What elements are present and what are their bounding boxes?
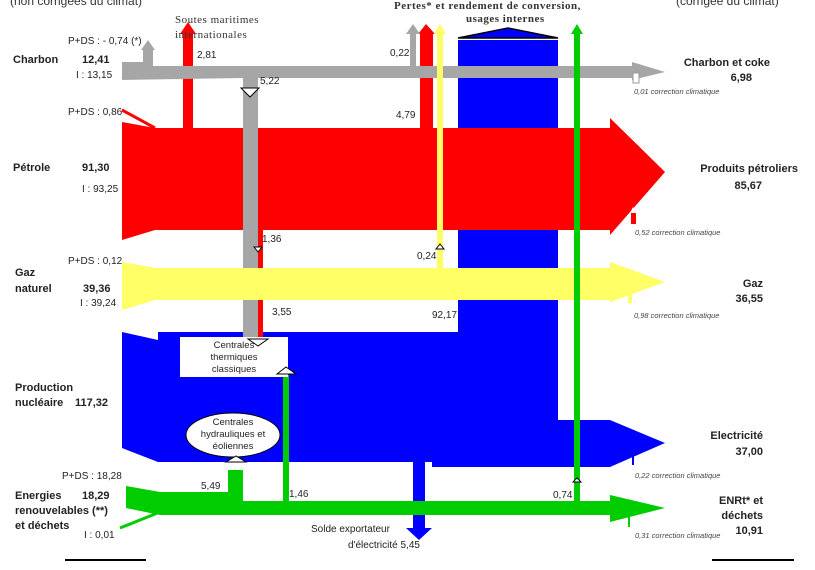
source-enr-value: 18,29 bbox=[82, 490, 110, 502]
solde-label: Solde exportateur bbox=[311, 524, 390, 535]
soutes-arrow-head bbox=[180, 22, 196, 34]
right-header: (corrigée du climat) bbox=[676, 0, 779, 8]
enr-import: I : 0,01 bbox=[84, 530, 115, 541]
electricite-correction: 0,22 correction climatique bbox=[635, 471, 721, 480]
source-enr-3: et déchets bbox=[15, 520, 70, 532]
up-triangle-marker bbox=[434, 243, 446, 250]
electricity-correction-marker bbox=[632, 453, 634, 465]
petrol-losses-arrow-head bbox=[418, 24, 435, 34]
source-nucleaire: Production bbox=[15, 382, 74, 394]
source-charbon: Charbon bbox=[13, 54, 59, 66]
down-triangle-marker bbox=[246, 338, 270, 347]
source-gaz-2: naturel bbox=[15, 283, 52, 295]
charbon-correction: 0,01 correction climatique bbox=[634, 87, 720, 96]
final-enr-2: déchets bbox=[721, 510, 763, 522]
soutes-label-2: internationales bbox=[175, 29, 248, 41]
charbon-pds: P+DS : - 0,74 (*) bbox=[68, 36, 142, 47]
gas-flow bbox=[122, 262, 665, 310]
node-label-line: thermiques bbox=[210, 352, 258, 363]
enr-pds: P+DS : 18,28 bbox=[62, 471, 122, 482]
gaz-import: I : 39,24 bbox=[80, 298, 117, 309]
source-petrole-value: 91,30 bbox=[82, 162, 110, 174]
gaz-correction: 0,98 correction climatique bbox=[634, 311, 720, 320]
node-label-line: Centrales bbox=[213, 340, 255, 351]
coal-pds-arrow-head bbox=[141, 40, 155, 50]
losses-title: Pertes* et rendement de conversion, bbox=[392, 0, 583, 12]
petrol-correction-marker bbox=[631, 212, 636, 224]
source-nucleaire-2: nucléaire bbox=[15, 397, 64, 409]
final-charbon: Charbon et coke bbox=[683, 57, 770, 69]
soutes-label: Soutes maritimes bbox=[175, 14, 260, 26]
down-triangle-marker bbox=[239, 87, 261, 98]
petrole-import: I : 93,25 bbox=[82, 184, 119, 195]
blue-roof bbox=[457, 27, 559, 39]
renewables-losses-arrow-head bbox=[571, 24, 583, 34]
final-gaz-value: 36,55 bbox=[735, 293, 763, 305]
final-electricite: Electricité bbox=[710, 430, 763, 442]
gaz-centrales-value: 3,55 bbox=[272, 307, 292, 318]
final-electricite-value: 37,00 bbox=[735, 446, 763, 458]
coal-flow bbox=[122, 48, 665, 340]
nuclear-flow bbox=[122, 40, 665, 467]
charbon-centrales-value: 5,22 bbox=[260, 76, 280, 87]
final-enr: ENRt* et bbox=[718, 495, 763, 507]
losses-title-2: usages internes bbox=[466, 13, 545, 25]
gas-losses-arrow-head bbox=[434, 24, 446, 34]
gaz-pds: P+DS : 0,12 bbox=[68, 256, 123, 267]
final-gaz: Gaz bbox=[742, 278, 763, 290]
soutes-value: 2,81 bbox=[197, 50, 217, 61]
soutes-flow bbox=[183, 32, 193, 128]
final-charbon-value: 6,98 bbox=[730, 72, 752, 84]
down-triangle-marker bbox=[252, 246, 264, 253]
charbon-import: I : 13,15 bbox=[76, 70, 113, 81]
coal-correction-marker bbox=[632, 72, 640, 84]
coal-losses-arrow-head bbox=[406, 24, 420, 34]
petrol-flow bbox=[122, 118, 665, 240]
source-gaz-value: 39,36 bbox=[83, 283, 111, 295]
up-triangle-marker bbox=[224, 455, 248, 463]
gap-white bbox=[265, 306, 458, 322]
source-petrole: Pétrole bbox=[13, 162, 51, 174]
node-label-line: éoliennes bbox=[212, 441, 254, 452]
renewables-correction-marker bbox=[628, 517, 630, 527]
node-label-line: classiques bbox=[211, 364, 257, 375]
petrol-pds-line bbox=[121, 108, 156, 130]
petrole-correction: 0,52 correction climatique bbox=[635, 228, 721, 237]
gaz-pertes-value: 0,24 bbox=[417, 251, 437, 262]
renewables-import-line bbox=[119, 510, 161, 530]
enr-correction: 0,31 correction climatique bbox=[635, 531, 721, 540]
petrol-losses-flow bbox=[420, 32, 433, 128]
source-charbon-value: 12,41 bbox=[82, 54, 110, 66]
hydro-plants-ellipse bbox=[185, 412, 281, 458]
petrole-centrales-value: 1,36 bbox=[262, 234, 282, 245]
elec-pertes-value: 92,17 bbox=[432, 310, 458, 321]
final-petrole-value: 85,67 bbox=[734, 180, 762, 192]
final-petrole: Produits pétroliers bbox=[700, 163, 798, 175]
left-header: (non corrigées du climat) bbox=[10, 0, 143, 8]
solde-label-2: d'électricité 5,45 bbox=[348, 540, 420, 551]
up-triangle-marker bbox=[571, 477, 583, 483]
source-enr: Energies bbox=[15, 490, 62, 502]
gas-correction-marker bbox=[628, 293, 632, 303]
node-label-line: Centrales bbox=[212, 417, 254, 428]
enr-pertes-value: 0,74 bbox=[553, 490, 573, 501]
petrole-pds: P+DS : 0,86 bbox=[68, 107, 123, 118]
up-triangle-marker bbox=[275, 366, 298, 375]
petrole-pertes-value: 4,79 bbox=[396, 110, 416, 121]
thermal-plants-box bbox=[180, 337, 288, 377]
source-gaz: Gaz bbox=[15, 267, 36, 279]
coal-losses-flow bbox=[410, 32, 416, 66]
source-nucleaire-value: 117,32 bbox=[75, 397, 109, 409]
enr-centrales-value: 1,46 bbox=[289, 489, 309, 500]
final-enr-value: 10,91 bbox=[735, 525, 763, 537]
source-enr-2: renouvelables (**) bbox=[15, 505, 108, 517]
node-label-line: hydrauliques et bbox=[200, 429, 266, 440]
hydro-value: 5,49 bbox=[201, 481, 221, 492]
gas-losses-flow bbox=[437, 32, 443, 268]
charbon-pertes-value: 0,22 bbox=[390, 48, 410, 59]
